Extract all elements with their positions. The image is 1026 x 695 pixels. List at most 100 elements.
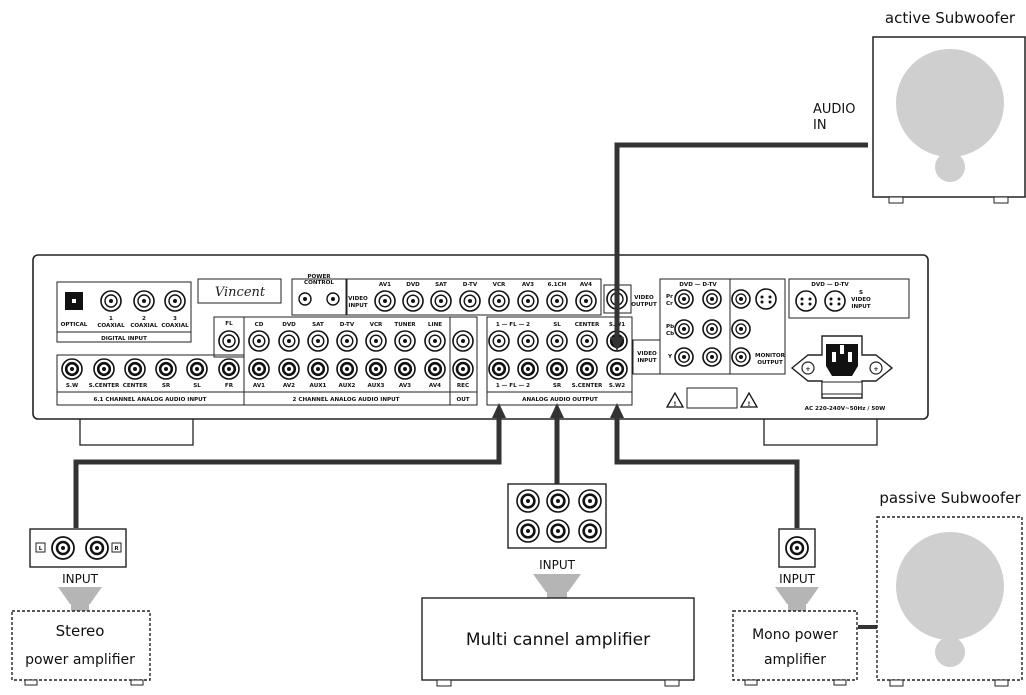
two-channel-title: 2 CHANNEL ANALOG AUDIO INPUT [293, 397, 400, 403]
active-subwoofer [872, 36, 1026, 204]
rca-jack [516, 489, 540, 513]
ao-bottom-sr: SR [553, 383, 562, 389]
ac-power-inlet: + + [790, 335, 894, 399]
fl-label: FL [225, 321, 233, 327]
component-video-input-label: VIDEO [637, 351, 657, 357]
rca-jack [578, 489, 602, 513]
rca-jack [488, 290, 510, 312]
rca-jack [576, 358, 598, 380]
coax-3-num: 3 [173, 316, 177, 322]
monitor-output-label: MONITOR [755, 353, 786, 359]
rca-jack [702, 319, 722, 339]
passive-subwoofer-port [935, 637, 965, 667]
passive-subwoofer [876, 516, 1023, 687]
arrow-up-icon [492, 403, 506, 418]
rca-jack [336, 358, 358, 380]
rca-jack [307, 330, 329, 352]
ao-top-sl: SL [553, 322, 561, 328]
rca-jack [546, 489, 570, 513]
mono-power-amplifier: Mono power amplifier [732, 610, 858, 686]
rca-jack [124, 358, 146, 380]
video-source-label: 6.1CH [548, 282, 567, 288]
six-one-channel-label: SR [162, 383, 171, 389]
video-source-label: D-TV [463, 282, 478, 288]
two-channel-top-label: LINE [428, 322, 442, 328]
two-channel-bottom-label: AV4 [429, 383, 441, 389]
rca-jack [278, 358, 300, 380]
two-channel-top-label: TUNER [394, 322, 416, 328]
rca-jack [248, 330, 270, 352]
svg-text:+: + [805, 365, 810, 373]
ao-top-center: CENTER [575, 322, 600, 328]
rca-jack [365, 358, 387, 380]
rca-jack [394, 358, 416, 380]
arrow-down-icon [610, 337, 624, 351]
receiver-foot-left [79, 417, 194, 446]
funnel-icon [775, 587, 819, 604]
audio-in-label: AUDIO [813, 102, 856, 117]
coax-2-word: COAXIAL [130, 323, 158, 329]
video-source-label: SAT [435, 282, 447, 288]
passive-subwoofer-woofer [896, 532, 1004, 640]
receiver-foot-right [763, 417, 878, 446]
rca-jack [674, 347, 694, 367]
video-source-label: AV3 [522, 282, 534, 288]
audio-in-label-2: IN [813, 118, 827, 133]
power-control-label: POWER [307, 274, 331, 280]
six-one-channel-label: S.W [66, 383, 78, 389]
two-channel-top-label: CD [255, 322, 264, 328]
warning-icon [665, 391, 685, 408]
digital-input-label: DIGITAL INPUT [101, 336, 147, 342]
coax-3-word: COAXIAL [161, 323, 189, 329]
rca-jack [424, 330, 446, 352]
rca-jack [546, 519, 570, 543]
two-channel-bottom-label: AV2 [283, 383, 295, 389]
two-channel-jacks: CDAV1DVDAV2SATAUX1D-TVAUX2VCRAUX3TUNERAV… [248, 322, 446, 389]
funnel-icon [533, 574, 581, 592]
rca-jack [517, 290, 539, 312]
two-channel-bottom-label: AUX2 [339, 383, 356, 389]
rca-jack [702, 347, 722, 367]
svideo-header: DVD — D-TV [811, 282, 849, 288]
component-header: DVD — D-TV [679, 282, 717, 288]
coax-1-word: COAXIAL [97, 323, 125, 329]
video-input-jacks [374, 290, 597, 312]
rca-jack [517, 330, 539, 352]
rca-jack [546, 358, 568, 380]
active-subwoofer-port [935, 152, 965, 182]
video-output-label: VIDEO [634, 295, 654, 301]
rca-jack [402, 290, 424, 312]
six-one-channel-title: 6.1 CHANNEL ANALOG AUDIO INPUT [93, 397, 206, 403]
rca-jack [576, 330, 598, 352]
stereo-input-panel: L R [29, 528, 127, 568]
rca-jack [394, 330, 416, 352]
multi-amp-label: Multi cannel amplifier [466, 630, 650, 650]
rca-jack [702, 289, 722, 309]
ao-bottom-scenter: S.CENTER [572, 383, 603, 389]
rca-jack [516, 519, 540, 543]
svg-text:!: ! [748, 400, 751, 408]
six-one-channel-label: S.CENTER [89, 383, 120, 389]
rca-jack [459, 290, 481, 312]
cables [73, 142, 878, 629]
funnel-icon [58, 587, 102, 604]
cr-label: Cr [666, 301, 673, 307]
rca-jack [93, 358, 115, 380]
rca-jack [278, 330, 300, 352]
ao-top-fl: 1 — FL — 2 [496, 322, 530, 328]
active-subwoofer-title: active Subwoofer [885, 9, 1016, 27]
mono-amp-label-1: Mono power [752, 627, 838, 643]
power-control-label-2: CONTROL [304, 280, 334, 286]
rca-jack [430, 290, 452, 312]
svg-text:+: + [873, 365, 878, 373]
rca-jack [546, 330, 568, 352]
cable-mono [614, 412, 800, 528]
rca-jack [424, 358, 446, 380]
ao-bottom-fl: 1 — FL — 2 [496, 383, 530, 389]
cable-subwoofer [614, 142, 868, 343]
arrow-up-icon [550, 403, 564, 418]
stereo-r-label: R [114, 546, 119, 552]
monitor-output-label-2: OUTPUT [757, 360, 783, 366]
pb-label: Pb [666, 324, 674, 330]
